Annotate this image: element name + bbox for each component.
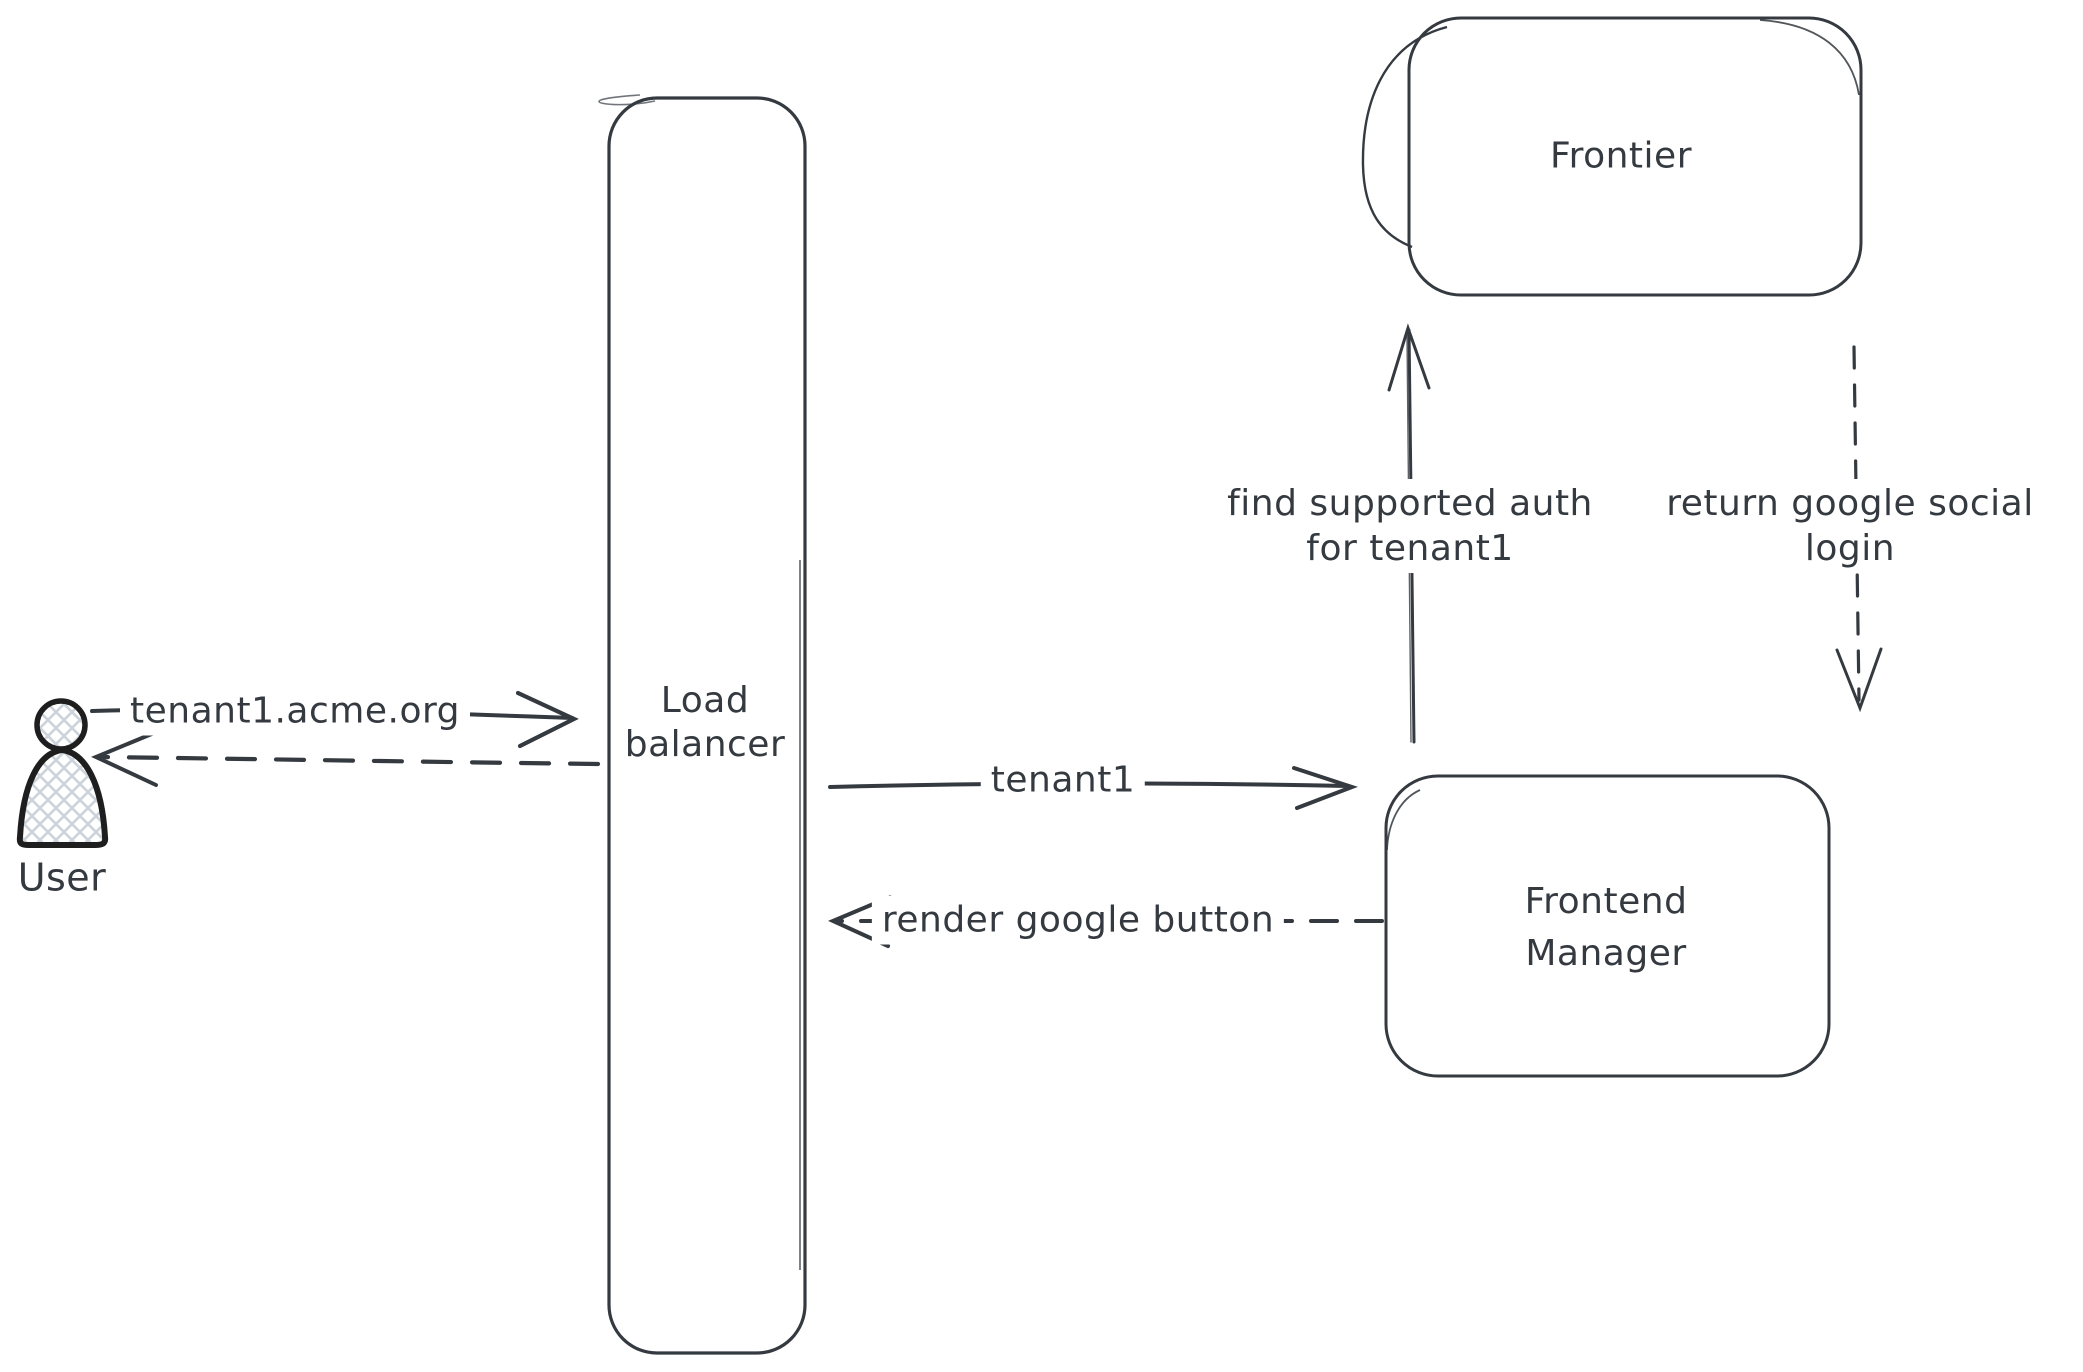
edge-label-find-supported-auth: find supported auth for tenant1 bbox=[1217, 479, 1603, 573]
edge-label-find-supported-auth-line1: find supported auth bbox=[1227, 483, 1593, 524]
edge-label-render-google-button: render google button bbox=[871, 895, 1285, 945]
edge-label-return-google-social-login-line2: login bbox=[1804, 528, 1896, 569]
load-balancer-box-sketch-stroke-top bbox=[598, 94, 656, 106]
frontier-box bbox=[1407, 16, 1863, 297]
arrow-lb-to-user bbox=[91, 731, 601, 787]
edge-label-find-supported-auth-line2: for tenant1 bbox=[1306, 528, 1514, 569]
user-icon bbox=[16, 698, 109, 848]
edge-label-tenant1: tenant1 bbox=[980, 755, 1146, 805]
frontend-manager-label-line1: Frontend bbox=[1524, 880, 1688, 922]
frontend-manager-label-line2: Manager bbox=[1525, 933, 1687, 974]
load-balancer-box bbox=[607, 96, 807, 1355]
edge-label-tenant1-acme-org: tenant1.acme.org bbox=[120, 686, 470, 736]
load-balancer-label-line2: balancer bbox=[624, 724, 786, 765]
arrow-frontier-to-fm bbox=[1835, 345, 1883, 713]
user-icon-body bbox=[16, 747, 109, 848]
frontend-manager-label: Frontend Manager bbox=[1525, 876, 1688, 980]
edge-label-return-google-social-login: return google social login bbox=[1656, 479, 2044, 573]
load-balancer-label: Load balancer bbox=[625, 679, 786, 767]
user-icon-head bbox=[34, 698, 88, 752]
frontend-manager-box bbox=[1384, 774, 1831, 1078]
frontier-label: Frontier bbox=[1549, 135, 1693, 177]
user-label: User bbox=[17, 855, 107, 900]
edge-label-return-google-social-login-line1: return google social bbox=[1666, 483, 2034, 524]
frontend-manager-box-sketch-corner bbox=[1386, 789, 1421, 851]
frontier-box-sketch-corner bbox=[1759, 19, 1860, 96]
frontier-box-sketch-stroke bbox=[1361, 25, 1448, 249]
load-balancer-label-line1: Load bbox=[660, 680, 750, 722]
